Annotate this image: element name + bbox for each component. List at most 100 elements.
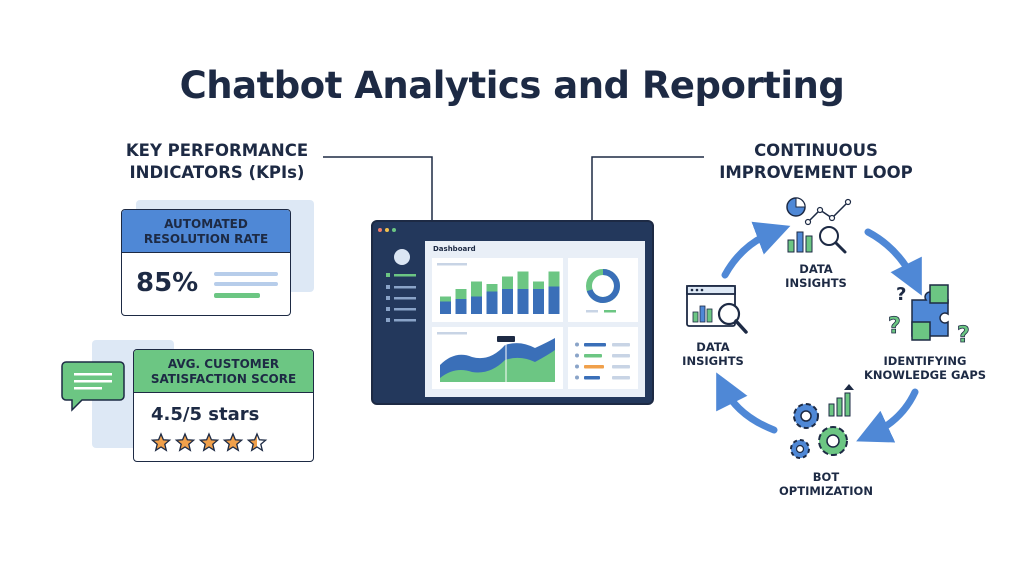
gears-growth-icon bbox=[790, 384, 854, 459]
dashboard-bar-blue bbox=[486, 291, 498, 314]
loop-arrow-top-left bbox=[721, 221, 791, 279]
loop-step-label-line2: INSIGHTS bbox=[682, 354, 744, 368]
puzzle-question-icon: ? ? ? bbox=[888, 284, 971, 348]
dashboard-bar-blue bbox=[533, 289, 544, 314]
list-row-bar bbox=[584, 376, 600, 380]
kpi-connector-line bbox=[323, 156, 433, 222]
dashboard-bar-green bbox=[440, 296, 451, 302]
svg-text:?: ? bbox=[957, 323, 970, 348]
browser-magnifier-icon bbox=[686, 285, 748, 334]
list-row-bar bbox=[584, 343, 606, 347]
window-dot-yellow bbox=[385, 228, 389, 232]
dashboard-bar-green bbox=[486, 284, 498, 292]
dashboard-bar-blue bbox=[440, 301, 451, 314]
placeholder-line bbox=[214, 282, 278, 286]
dashboard-bar-green bbox=[533, 281, 544, 289]
dashboard-bar-blue bbox=[548, 286, 560, 314]
dashboard-bar-blue bbox=[455, 299, 467, 314]
window-dot-green bbox=[392, 228, 396, 232]
loop-connector-line bbox=[591, 156, 704, 222]
chat-bubble-icon bbox=[61, 361, 125, 412]
donut-panel bbox=[568, 258, 638, 322]
sidebar-item-dot bbox=[386, 296, 390, 300]
sidebar-item bbox=[386, 273, 390, 277]
list-row-dot bbox=[575, 353, 579, 358]
dashboard-title: Dashboard bbox=[433, 245, 476, 253]
list-row-bar bbox=[584, 365, 604, 369]
list-row-bar bbox=[584, 354, 602, 358]
sidebar-item-line bbox=[394, 286, 416, 289]
list-row-track bbox=[612, 365, 630, 369]
resolution-rate-card-header: AUTOMATED RESOLUTION RATE bbox=[122, 210, 290, 253]
star-icon bbox=[246, 432, 268, 452]
resolution-rate-card: AUTOMATED RESOLUTION RATE 85% bbox=[121, 209, 291, 316]
loop-step-bottom-label: BOT OPTIMIZATION bbox=[766, 470, 886, 498]
loop-step-label-line2: KNOWLEDGE GAPS bbox=[863, 368, 987, 382]
loop-step-label-line1: DATA bbox=[799, 262, 833, 276]
sidebar-item-dot bbox=[386, 307, 390, 311]
list-row-track bbox=[612, 354, 630, 358]
satisfaction-score-card: AVG. CUSTOMER SATISFACTION SCORE 4.5/5 s… bbox=[133, 349, 314, 462]
sidebar-item-line bbox=[394, 319, 416, 322]
star-icon bbox=[222, 432, 244, 452]
satisfaction-label-line2: SATISFACTION SCORE bbox=[150, 372, 297, 386]
sidebar-avatar bbox=[394, 249, 410, 265]
loop-step-label-line1: DATA bbox=[696, 340, 730, 354]
dashboard-bar-green bbox=[471, 281, 482, 297]
kpi-heading-line1: KEY PERFORMANCE bbox=[125, 141, 309, 160]
list-row-track bbox=[612, 343, 630, 347]
star-rating bbox=[150, 432, 268, 452]
star-icon bbox=[150, 432, 172, 452]
kpi-section-heading: KEY PERFORMANCE INDICATORS (KPIs) bbox=[112, 140, 322, 184]
list-row-track bbox=[612, 376, 630, 380]
page-title: Chatbot Analytics and Reporting bbox=[179, 64, 845, 107]
dashboard-donut-chart bbox=[586, 269, 620, 303]
loop-step-label-line2: OPTIMIZATION bbox=[779, 484, 873, 498]
loop-arrow-bottom-right bbox=[856, 388, 919, 443]
list-row-dot bbox=[575, 375, 579, 380]
dashboard-bar-blue bbox=[502, 289, 513, 314]
loop-step-left-label: DATA INSIGHTS bbox=[668, 340, 758, 368]
loop-arrow-top-right bbox=[864, 228, 922, 296]
sidebar-item-dot bbox=[386, 318, 390, 322]
dashboard-bar-green bbox=[548, 271, 560, 287]
area-series-blue bbox=[440, 338, 555, 382]
loop-step-label-line2: INSIGHTS bbox=[785, 276, 847, 290]
dashboard-bar-green bbox=[517, 271, 529, 289]
placeholder-line bbox=[437, 332, 467, 335]
area-tooltip bbox=[497, 336, 515, 342]
dashboard-bar-blue bbox=[517, 289, 529, 314]
kpi-heading-line2: INDICATORS (KPIs) bbox=[129, 163, 305, 182]
analytics-chart-icon bbox=[786, 197, 852, 254]
dashboard-bar-blue bbox=[471, 296, 482, 314]
list-row-dot bbox=[575, 342, 579, 347]
loop-step-label-line1: BOT bbox=[812, 470, 840, 484]
sidebar-item bbox=[394, 274, 416, 277]
window-dot-red bbox=[378, 228, 382, 232]
placeholder-line bbox=[437, 263, 467, 266]
placeholder-line bbox=[586, 310, 598, 313]
resolution-rate-value: 85% bbox=[136, 268, 199, 298]
loop-step-label-line1: IDENTIFYING bbox=[883, 354, 967, 368]
svg-text:?: ? bbox=[888, 314, 901, 339]
star-icon bbox=[198, 432, 220, 452]
satisfaction-label-line1: AVG. CUSTOMER bbox=[167, 357, 280, 371]
list-row-dot bbox=[575, 364, 579, 369]
loop-arrow-bottom-left bbox=[716, 372, 778, 434]
resolution-rate-label-line1: AUTOMATED bbox=[164, 217, 248, 231]
dashboard-bar-green bbox=[455, 289, 467, 299]
placeholder-line bbox=[604, 310, 616, 313]
sidebar-item-line bbox=[394, 308, 416, 311]
dashboard-bar-chart bbox=[440, 271, 560, 314]
star-icon bbox=[174, 432, 196, 452]
dashboard-bar-green bbox=[502, 276, 513, 289]
loop-heading-line1: CONTINUOUS bbox=[754, 141, 878, 160]
resolution-rate-label-line2: RESOLUTION RATE bbox=[143, 232, 269, 246]
progress-line bbox=[214, 293, 260, 298]
satisfaction-score-value: 4.5/5 stars bbox=[151, 404, 260, 425]
donut-segment bbox=[586, 269, 620, 303]
satisfaction-score-card-header: AVG. CUSTOMER SATISFACTION SCORE bbox=[134, 350, 313, 393]
